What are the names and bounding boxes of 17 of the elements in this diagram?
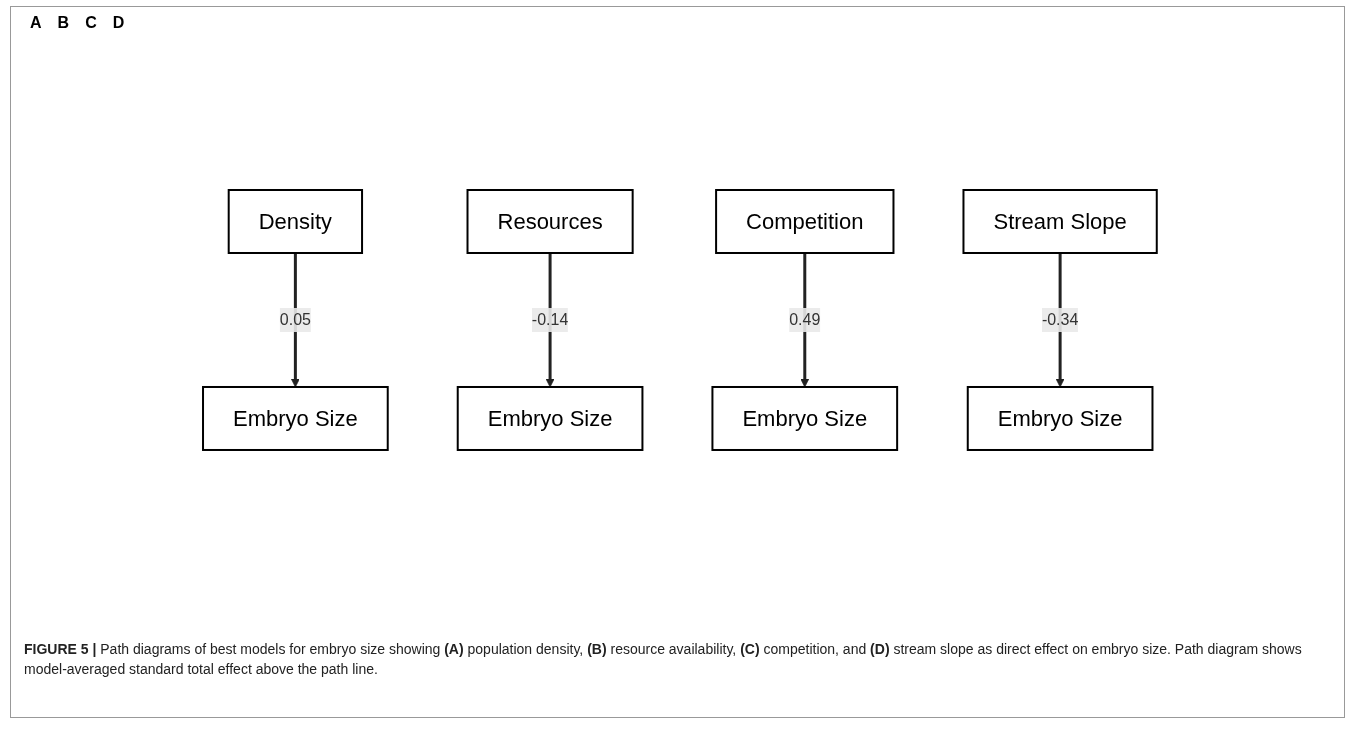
node-box: Embryo Size [711, 386, 899, 451]
edge-label: -0.34 [1041, 310, 1079, 328]
panel-letter: C [85, 14, 97, 32]
node-box: Density [227, 189, 364, 254]
panel-letter: A [30, 14, 42, 32]
edge-label: -0.14 [531, 310, 569, 328]
node-box: Competition [715, 189, 895, 254]
node-box: Stream Slope [962, 189, 1158, 254]
edge-label: 0.05 [279, 310, 312, 328]
node-box: Resources [466, 189, 634, 254]
panel-letter: B [57, 14, 70, 32]
panel-letter: D [112, 14, 125, 32]
figure-caption: FIGURE 5 | Path diagrams of best models for embryo size showing (A) population density, (B) resource availability, (C) competition, and (D) stream slope as direct effect on embryo size. Path diagram shows model-averaged standard total effect above the path line. [24, 640, 1303, 679]
node-box: Embryo Size [966, 386, 1154, 451]
node-box: Embryo Size [456, 386, 644, 451]
edge-label: 0.49 [789, 310, 821, 328]
node-box: Embryo Size [202, 386, 389, 451]
